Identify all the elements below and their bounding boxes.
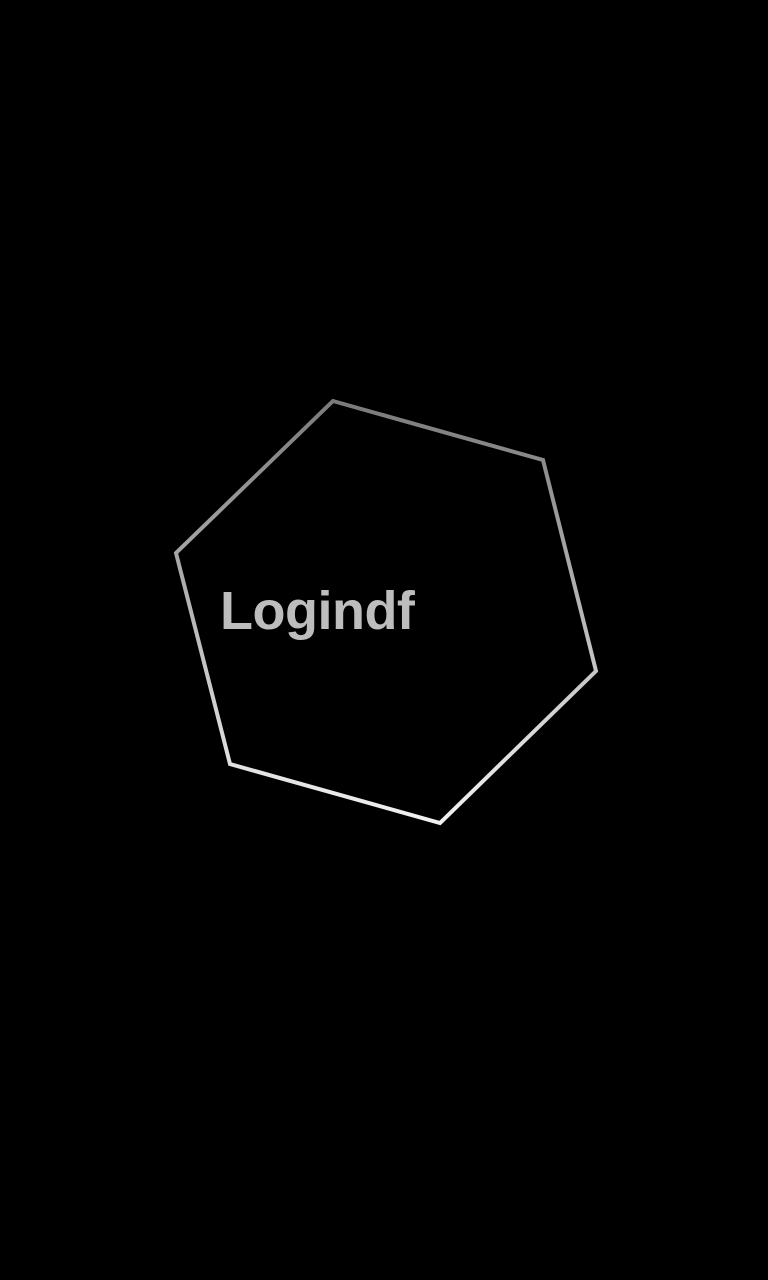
app-logo-text: Logindf — [220, 581, 415, 641]
hexagon-outline — [173, 398, 599, 826]
